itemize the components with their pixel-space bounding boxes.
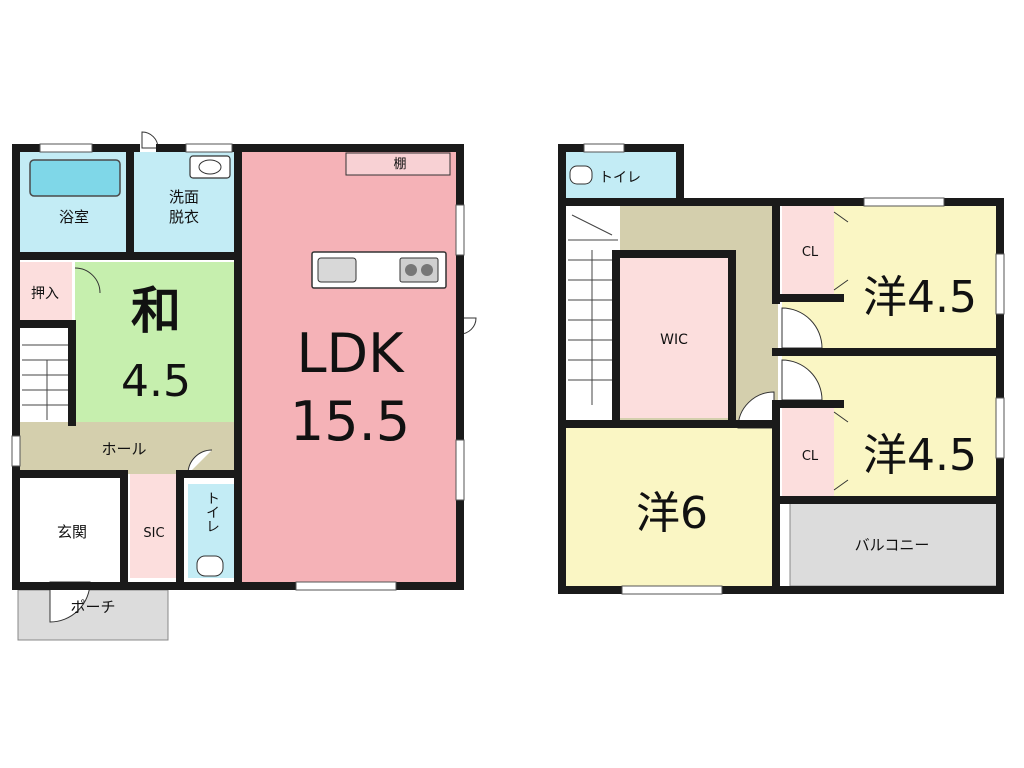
- windows-1f: [11, 143, 465, 591]
- floor-1-plan: LDK 15.5 和 4.5 浴室 洗面 脱衣 押入 ホール 玄関 SIC トイ…: [11, 131, 477, 641]
- washitsu-size-label: 4.5: [121, 356, 191, 407]
- porch-label: ポーチ: [70, 598, 115, 616]
- room-a-label: 洋4.5: [863, 272, 977, 323]
- cl-b-area: [782, 406, 834, 496]
- ldk-area: [238, 150, 456, 582]
- toilet-bowl-1f: [196, 555, 224, 577]
- hall-label: ホール: [101, 440, 146, 458]
- kitchen-stove: [399, 257, 439, 283]
- stove-burner-left: [405, 264, 417, 276]
- bathtub: [29, 159, 121, 197]
- closet-doors: [833, 211, 849, 491]
- door-swing-oshiire: [74, 267, 101, 294]
- kitchen-sink: [317, 257, 357, 283]
- stair-1f-treads: [22, 344, 72, 420]
- room-b-label: 洋4.5: [863, 430, 977, 481]
- stair-2f-area: [566, 206, 620, 424]
- windows-2f: [583, 143, 1005, 595]
- balcony-label: バルコニー: [855, 536, 930, 554]
- wic-area: [620, 258, 728, 418]
- hall-area: [20, 422, 238, 474]
- oshiire-area: [20, 262, 72, 320]
- washroom-label-2: 脱衣: [169, 208, 199, 226]
- porch-area: [17, 589, 169, 641]
- balcony-area: [789, 499, 1001, 587]
- wash-basin-bowl: [198, 159, 222, 175]
- toilet-2f-label: トイレ: [599, 170, 641, 186]
- shelf-label: 棚: [393, 157, 406, 172]
- wash-basin: [189, 155, 231, 179]
- floor-2-plan: トイレ WIC 洋4.5 洋4.5 洋6 CL CL バルコニー: [558, 143, 1005, 595]
- door-swing-room-b: [781, 359, 823, 401]
- ldk-label: LDK: [296, 322, 405, 385]
- washitsu-label: 和: [131, 282, 181, 340]
- ldk-size-label: 15.5: [290, 390, 410, 453]
- bath-label: 浴室: [59, 208, 89, 226]
- door-swing-exterior: [141, 131, 159, 149]
- washitsu-area: [75, 262, 238, 422]
- oshiire-label: 押入: [31, 286, 59, 302]
- toilet-bowl-2f: [569, 165, 593, 185]
- door-swing-room-a: [781, 307, 823, 349]
- cl-a-area: [782, 206, 834, 296]
- washroom-label-1: 洗面: [169, 188, 199, 206]
- cl-a-label: CL: [802, 245, 819, 260]
- sic-area: [130, 474, 178, 578]
- room-c-area: [566, 428, 776, 586]
- wic-label: WIC: [660, 332, 688, 348]
- sic-label: SIC: [143, 526, 164, 541]
- stove-burner-right: [421, 264, 433, 276]
- room-c-label: 洋6: [636, 488, 708, 539]
- toilet-1f-label: トイレ: [204, 491, 220, 533]
- cl-b-label: CL: [802, 449, 819, 464]
- genkan-label: 玄関: [57, 523, 87, 541]
- shelf: [345, 152, 451, 176]
- stair-2f-treads: [568, 214, 618, 405]
